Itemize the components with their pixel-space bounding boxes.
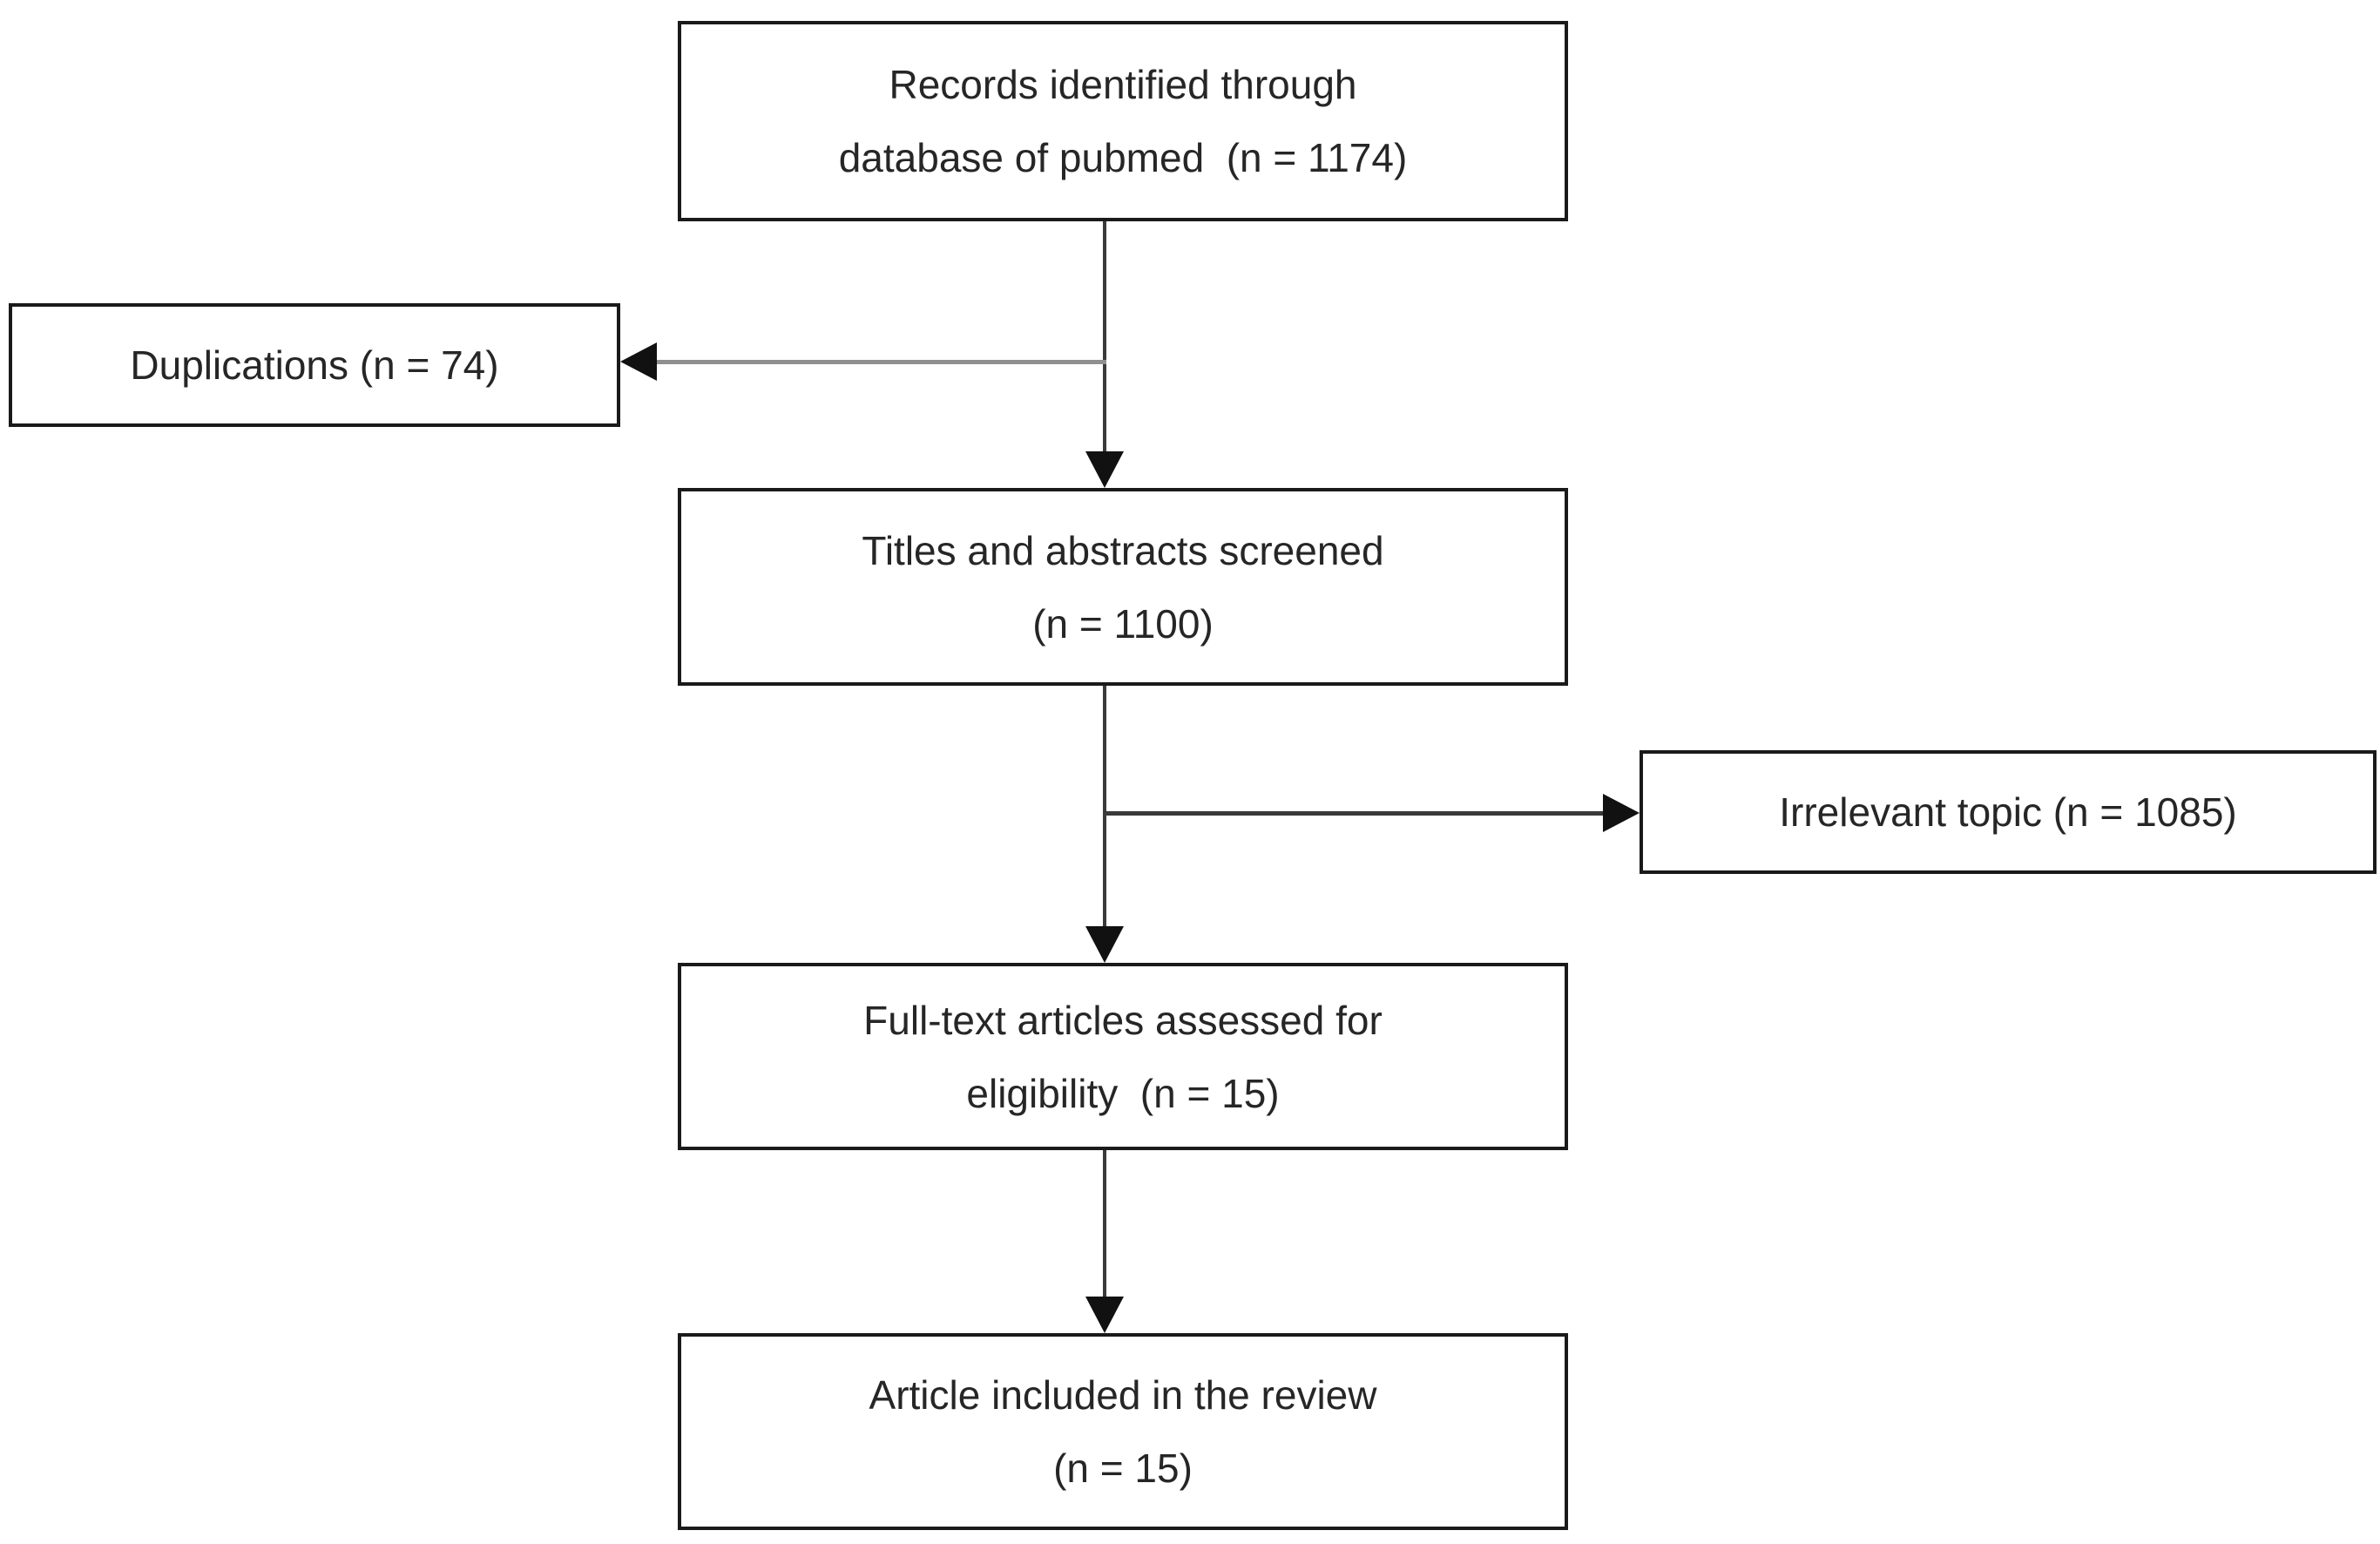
connector-branch-to-duplications — [652, 360, 1106, 364]
irrelevant-topic-text: Irrelevant topic (n = 1085) — [1779, 789, 2237, 835]
titles-abstracts-screened-text-line1: Titles and abstracts screened — [862, 527, 1384, 573]
records-identified-text-line2: database of pubmed (n = 1174) — [838, 135, 1408, 180]
titles-abstracts-screened-text-line2: (n = 1100) — [1032, 600, 1214, 647]
connector-fulltext-to-included — [1103, 1150, 1106, 1300]
article-included-text-line1: Article included in the review — [869, 1372, 1377, 1418]
connector-branch-to-irrelevant — [1105, 811, 1606, 816]
arrow-down-icon — [1085, 1297, 1124, 1333]
records-identified-text-line1: Records identified through — [889, 62, 1357, 107]
connector-records-to-screened — [1103, 221, 1106, 455]
article-included-box: Article included in the review (n = 15) — [678, 1333, 1568, 1530]
duplications-box: Duplications (n = 74) — [9, 303, 620, 427]
arrow-right-icon — [1603, 794, 1640, 832]
arrow-down-icon — [1085, 926, 1124, 963]
duplications-text: Duplications (n = 74) — [130, 342, 499, 388]
connector-screened-to-fulltext — [1103, 686, 1106, 930]
titles-abstracts-screened-box: Titles and abstracts screened (n = 1100) — [678, 488, 1568, 686]
records-identified-box: Records identified through database of p… — [678, 21, 1568, 221]
irrelevant-topic-box: Irrelevant topic (n = 1085) — [1640, 750, 2377, 874]
fulltext-assessed-text-line1: Full-text articles assessed for — [863, 997, 1383, 1043]
fulltext-assessed-text-line2: eligibility (n = 15) — [966, 1070, 1280, 1116]
arrow-down-icon — [1085, 451, 1124, 488]
fulltext-assessed-box: Full-text articles assessed for eligibil… — [678, 963, 1568, 1150]
arrow-left-icon — [620, 342, 657, 381]
article-included-text-line2: (n = 15) — [1053, 1446, 1193, 1491]
